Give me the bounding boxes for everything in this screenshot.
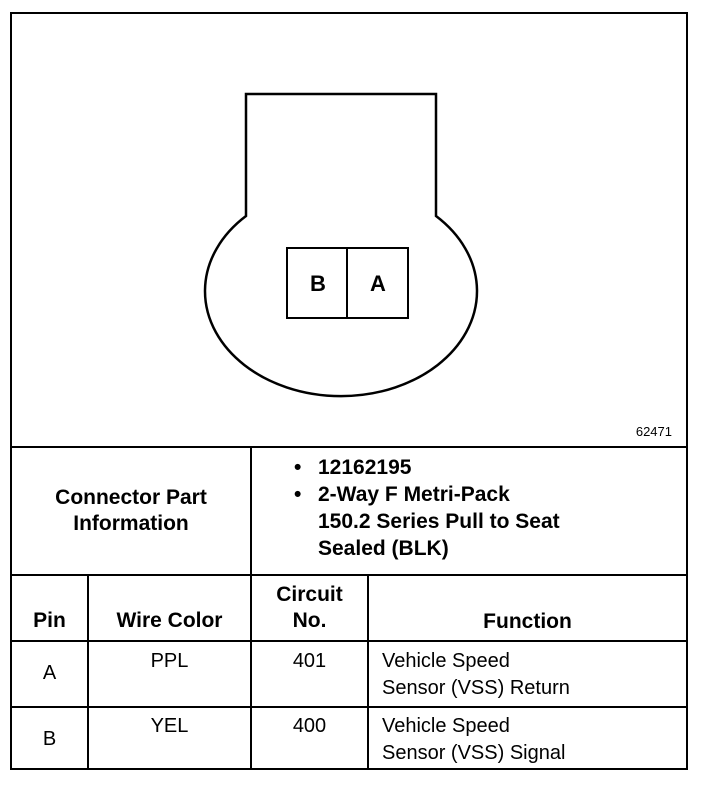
connector-diagram: B A [203, 92, 479, 398]
row-a-function-line1: Vehicle Speed [382, 650, 510, 672]
row-a-wire-color: PPL [150, 650, 189, 672]
row-a-circuit: 401 [292, 650, 327, 672]
divider-header [12, 640, 686, 642]
connector-type-item: • 2-Way F Metri-Pack 150.2 Series Pull t… [294, 481, 684, 562]
row-b-function: Vehicle Speed Sensor (VSS) Signal [382, 713, 682, 767]
row-b-wire-color: YEL [150, 715, 189, 737]
divider-row [12, 706, 686, 708]
connector-info-title-line2: Information [73, 512, 189, 535]
header-circuit: Circuit No. [252, 582, 367, 634]
part-number: 12162195 [318, 456, 412, 479]
col-divider-function [367, 574, 369, 770]
connector-type-line2: 150.2 Series Pull to Seat [318, 510, 560, 533]
bullet: • [294, 456, 302, 479]
connector-info-title: Connector Part Information [12, 448, 250, 574]
col-divider-circuit [250, 446, 252, 770]
col-divider-pin [87, 574, 89, 770]
cavity-a [346, 247, 409, 319]
row-a-function-line2: Sensor (VSS) Return [382, 677, 570, 699]
connector-info-list: • 12162195 • 2-Way F Metri-Pack 150.2 Se… [294, 454, 684, 562]
connector-type-line3: Sealed (BLK) [318, 537, 449, 560]
header-circuit-line1: Circuit [276, 583, 343, 606]
divider-info [12, 574, 686, 576]
connector-type-line1: 2-Way F Metri-Pack [318, 483, 510, 506]
header-circuit-line2: No. [292, 609, 327, 632]
row-a-pin: A [42, 662, 57, 684]
connector-housing-outline [203, 92, 479, 398]
part-number-item: • 12162195 [294, 454, 684, 481]
row-a-function: Vehicle Speed Sensor (VSS) Return [382, 648, 682, 702]
row-b-pin: B [42, 728, 57, 750]
header-pin: Pin [33, 609, 66, 632]
cavity-a-label: A [370, 271, 386, 296]
figure-id: 62471 [635, 424, 672, 439]
row-b-function-line2: Sensor (VSS) Signal [382, 742, 566, 764]
row-b-function-line1: Vehicle Speed [382, 715, 510, 737]
header-function: Function [483, 610, 572, 633]
connector-end-view-frame: B A 62471 Connector Part Information • 1… [10, 12, 688, 770]
connector-info-title-line1: Connector Part [55, 486, 207, 509]
cavity-b-label: B [310, 271, 326, 296]
bullet: • [294, 483, 302, 506]
divider-top [12, 446, 686, 448]
header-wire-color: Wire Color [116, 609, 223, 632]
row-b-circuit: 400 [292, 715, 327, 737]
